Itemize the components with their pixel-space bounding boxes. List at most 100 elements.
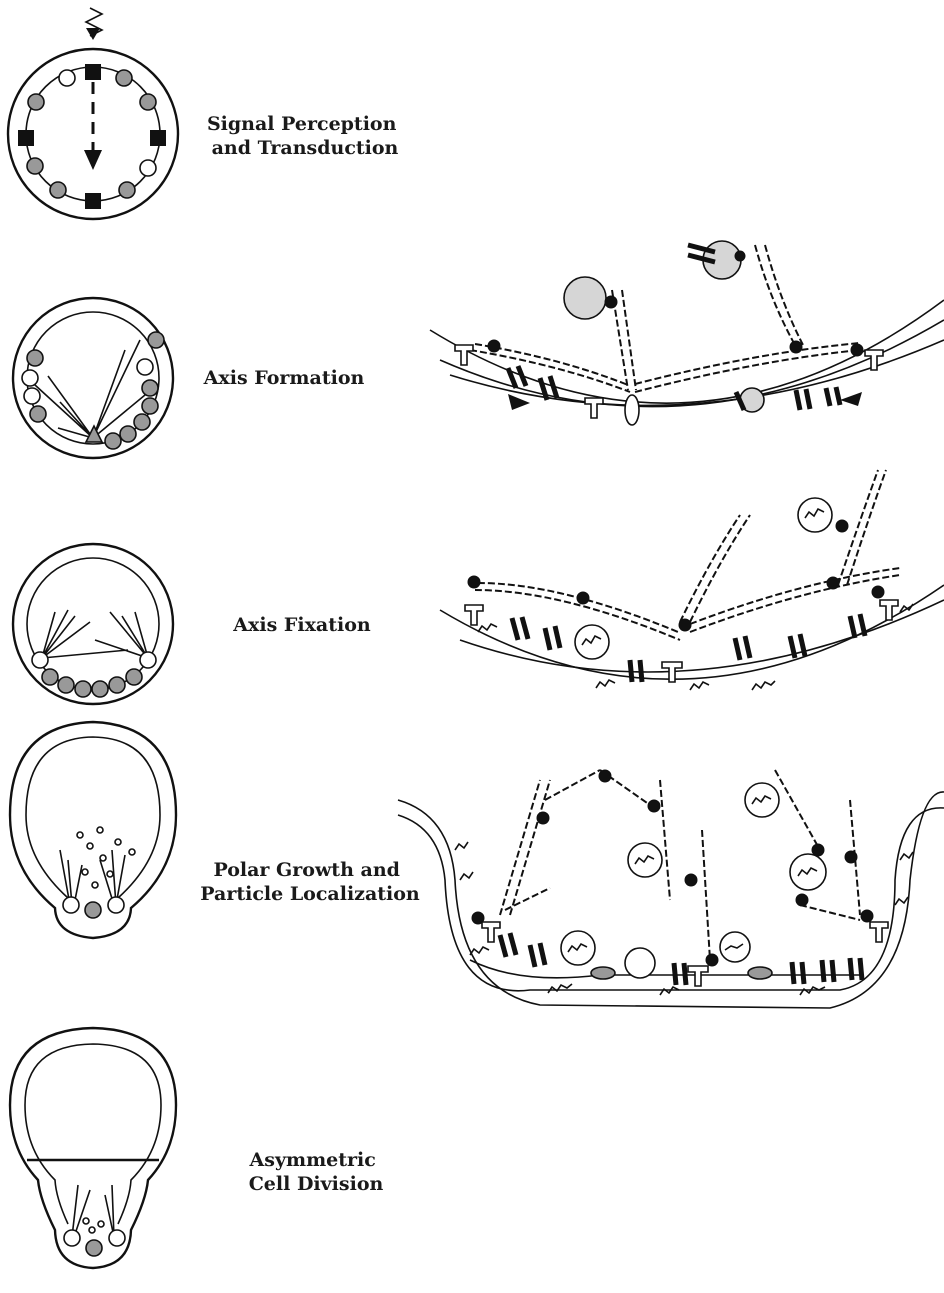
actin-filament-bundle	[35, 340, 145, 438]
actin-filament-icon	[775, 770, 820, 850]
vesicle-icon	[625, 948, 655, 978]
channel-circle-icon	[27, 158, 43, 174]
actin-filament-icon	[660, 780, 670, 900]
channel-circle-icon	[140, 652, 156, 668]
particle	[89, 1227, 95, 1233]
linker-dot-icon	[790, 341, 802, 353]
linker-dot-icon	[605, 296, 617, 308]
linker-dot-icon	[679, 619, 691, 631]
channel-circle-icon	[28, 94, 44, 110]
channel-circle-icon	[140, 160, 156, 176]
linker-dot-icon	[796, 894, 808, 906]
actin-filament-icon	[510, 780, 550, 915]
stage-label-polar-growth: Polar Growth and Particle Localization	[200, 859, 420, 905]
channel-circle-icon	[58, 677, 74, 693]
receptor-t-icon	[880, 600, 898, 620]
receptor-square-icon	[85, 193, 101, 209]
attachment-ellipse	[625, 395, 639, 425]
linker-dot-icon	[845, 851, 857, 863]
actin-filament-bundle	[42, 610, 148, 658]
channel-circle-icon	[116, 70, 132, 86]
vesicle-icon	[591, 967, 615, 979]
linker-dot-icon	[488, 340, 500, 352]
stage-polar-growth-cell	[10, 722, 176, 938]
vesicle-icon	[748, 967, 772, 979]
stage-axis-formation-cell	[13, 298, 173, 458]
actin-filament-icon	[690, 575, 900, 632]
actin-filament-icon	[680, 515, 740, 622]
receptor-square-icon	[18, 130, 34, 146]
axis-fixation-membrane-detail	[440, 470, 944, 690]
channel-circle-icon	[86, 1240, 102, 1256]
receptor-t-icon	[688, 966, 708, 986]
signal-arrow-head	[84, 150, 102, 170]
channel-circle-icon	[142, 398, 158, 414]
linker-dot-icon	[537, 812, 549, 824]
cell-wall-inner	[440, 320, 944, 407]
channel-circle-icon	[63, 897, 79, 913]
receptor-t-icon	[870, 922, 888, 942]
linker-dot-icon	[851, 344, 863, 356]
linker-dot-icon	[735, 251, 745, 261]
actin-filament-icon	[690, 568, 900, 624]
receptor-t-icon	[585, 398, 603, 418]
channel-circle-icon	[42, 669, 58, 685]
actin-filament-icon	[755, 245, 795, 345]
vesicle-icon	[564, 277, 606, 319]
linker-dot-icon	[827, 577, 839, 589]
axis-formation-membrane-detail	[430, 241, 944, 425]
receptor-t-icon	[482, 922, 500, 942]
channel-circle-icon	[22, 370, 38, 386]
actin-filament-icon	[622, 290, 636, 390]
linker-dot-icon	[577, 592, 589, 604]
channel-circle-icon	[126, 669, 142, 685]
stage-label-axis-fixation: Axis Fixation	[232, 614, 371, 636]
plasma-membrane	[25, 1044, 161, 1224]
channel-circle-icon	[134, 414, 150, 430]
linker-dot-icon	[468, 576, 480, 588]
channel-circle-icon	[75, 681, 91, 697]
channel-circle-icon	[92, 681, 108, 697]
actin-filament-icon	[635, 343, 860, 384]
channel-circle-icon	[120, 426, 136, 442]
linker-dot-icon	[812, 844, 824, 856]
stage-label-axis-formation: Axis Formation	[203, 367, 365, 389]
flow-arrow-icon	[508, 394, 530, 410]
actin-filament-icon	[505, 888, 550, 910]
channel-circle-icon	[105, 433, 121, 449]
particle	[98, 1221, 104, 1227]
channel-circle-icon	[59, 70, 75, 86]
channel-circle-icon	[50, 182, 66, 198]
receptor-t-icon	[455, 345, 473, 365]
receptor-square-icon	[150, 130, 166, 146]
channel-circle-icon	[108, 897, 124, 913]
receptor-square-icon	[85, 64, 101, 80]
linker-dot-icon	[685, 874, 697, 886]
actin-filament-icon	[635, 350, 860, 392]
plasma-membrane	[26, 737, 160, 898]
channel-circle-icon	[140, 94, 156, 110]
channel-circle-icon	[64, 1230, 80, 1246]
linker-dot-icon	[599, 770, 611, 782]
stage-label-asymmetric-division: Asymmetric Cell Division	[249, 1149, 384, 1195]
linker-dot-icon	[706, 954, 718, 966]
actin-filament-icon	[545, 770, 600, 800]
actin-filament-icon	[478, 583, 678, 632]
channel-circle-icon	[109, 677, 125, 693]
channel-circle-icon	[142, 380, 158, 396]
linker-dot-icon	[861, 910, 873, 922]
flow-arrow-icon	[840, 392, 862, 406]
signal-arrow-head-top	[86, 28, 100, 40]
channel-circle-icon	[137, 359, 153, 375]
polar-growth-membrane-detail	[398, 770, 944, 1008]
stage-axis-fixation-cell	[13, 544, 173, 704]
channel-circle-icon	[30, 406, 46, 422]
channel-circle-icon	[32, 652, 48, 668]
linker-dot-icon	[648, 800, 660, 812]
linker-dot-icon	[872, 586, 884, 598]
particle	[83, 1218, 89, 1224]
cell-outline	[13, 544, 173, 704]
linker-dot-icon	[836, 520, 848, 532]
stage-label-signal: Signal Perception and Transduction	[207, 113, 403, 159]
